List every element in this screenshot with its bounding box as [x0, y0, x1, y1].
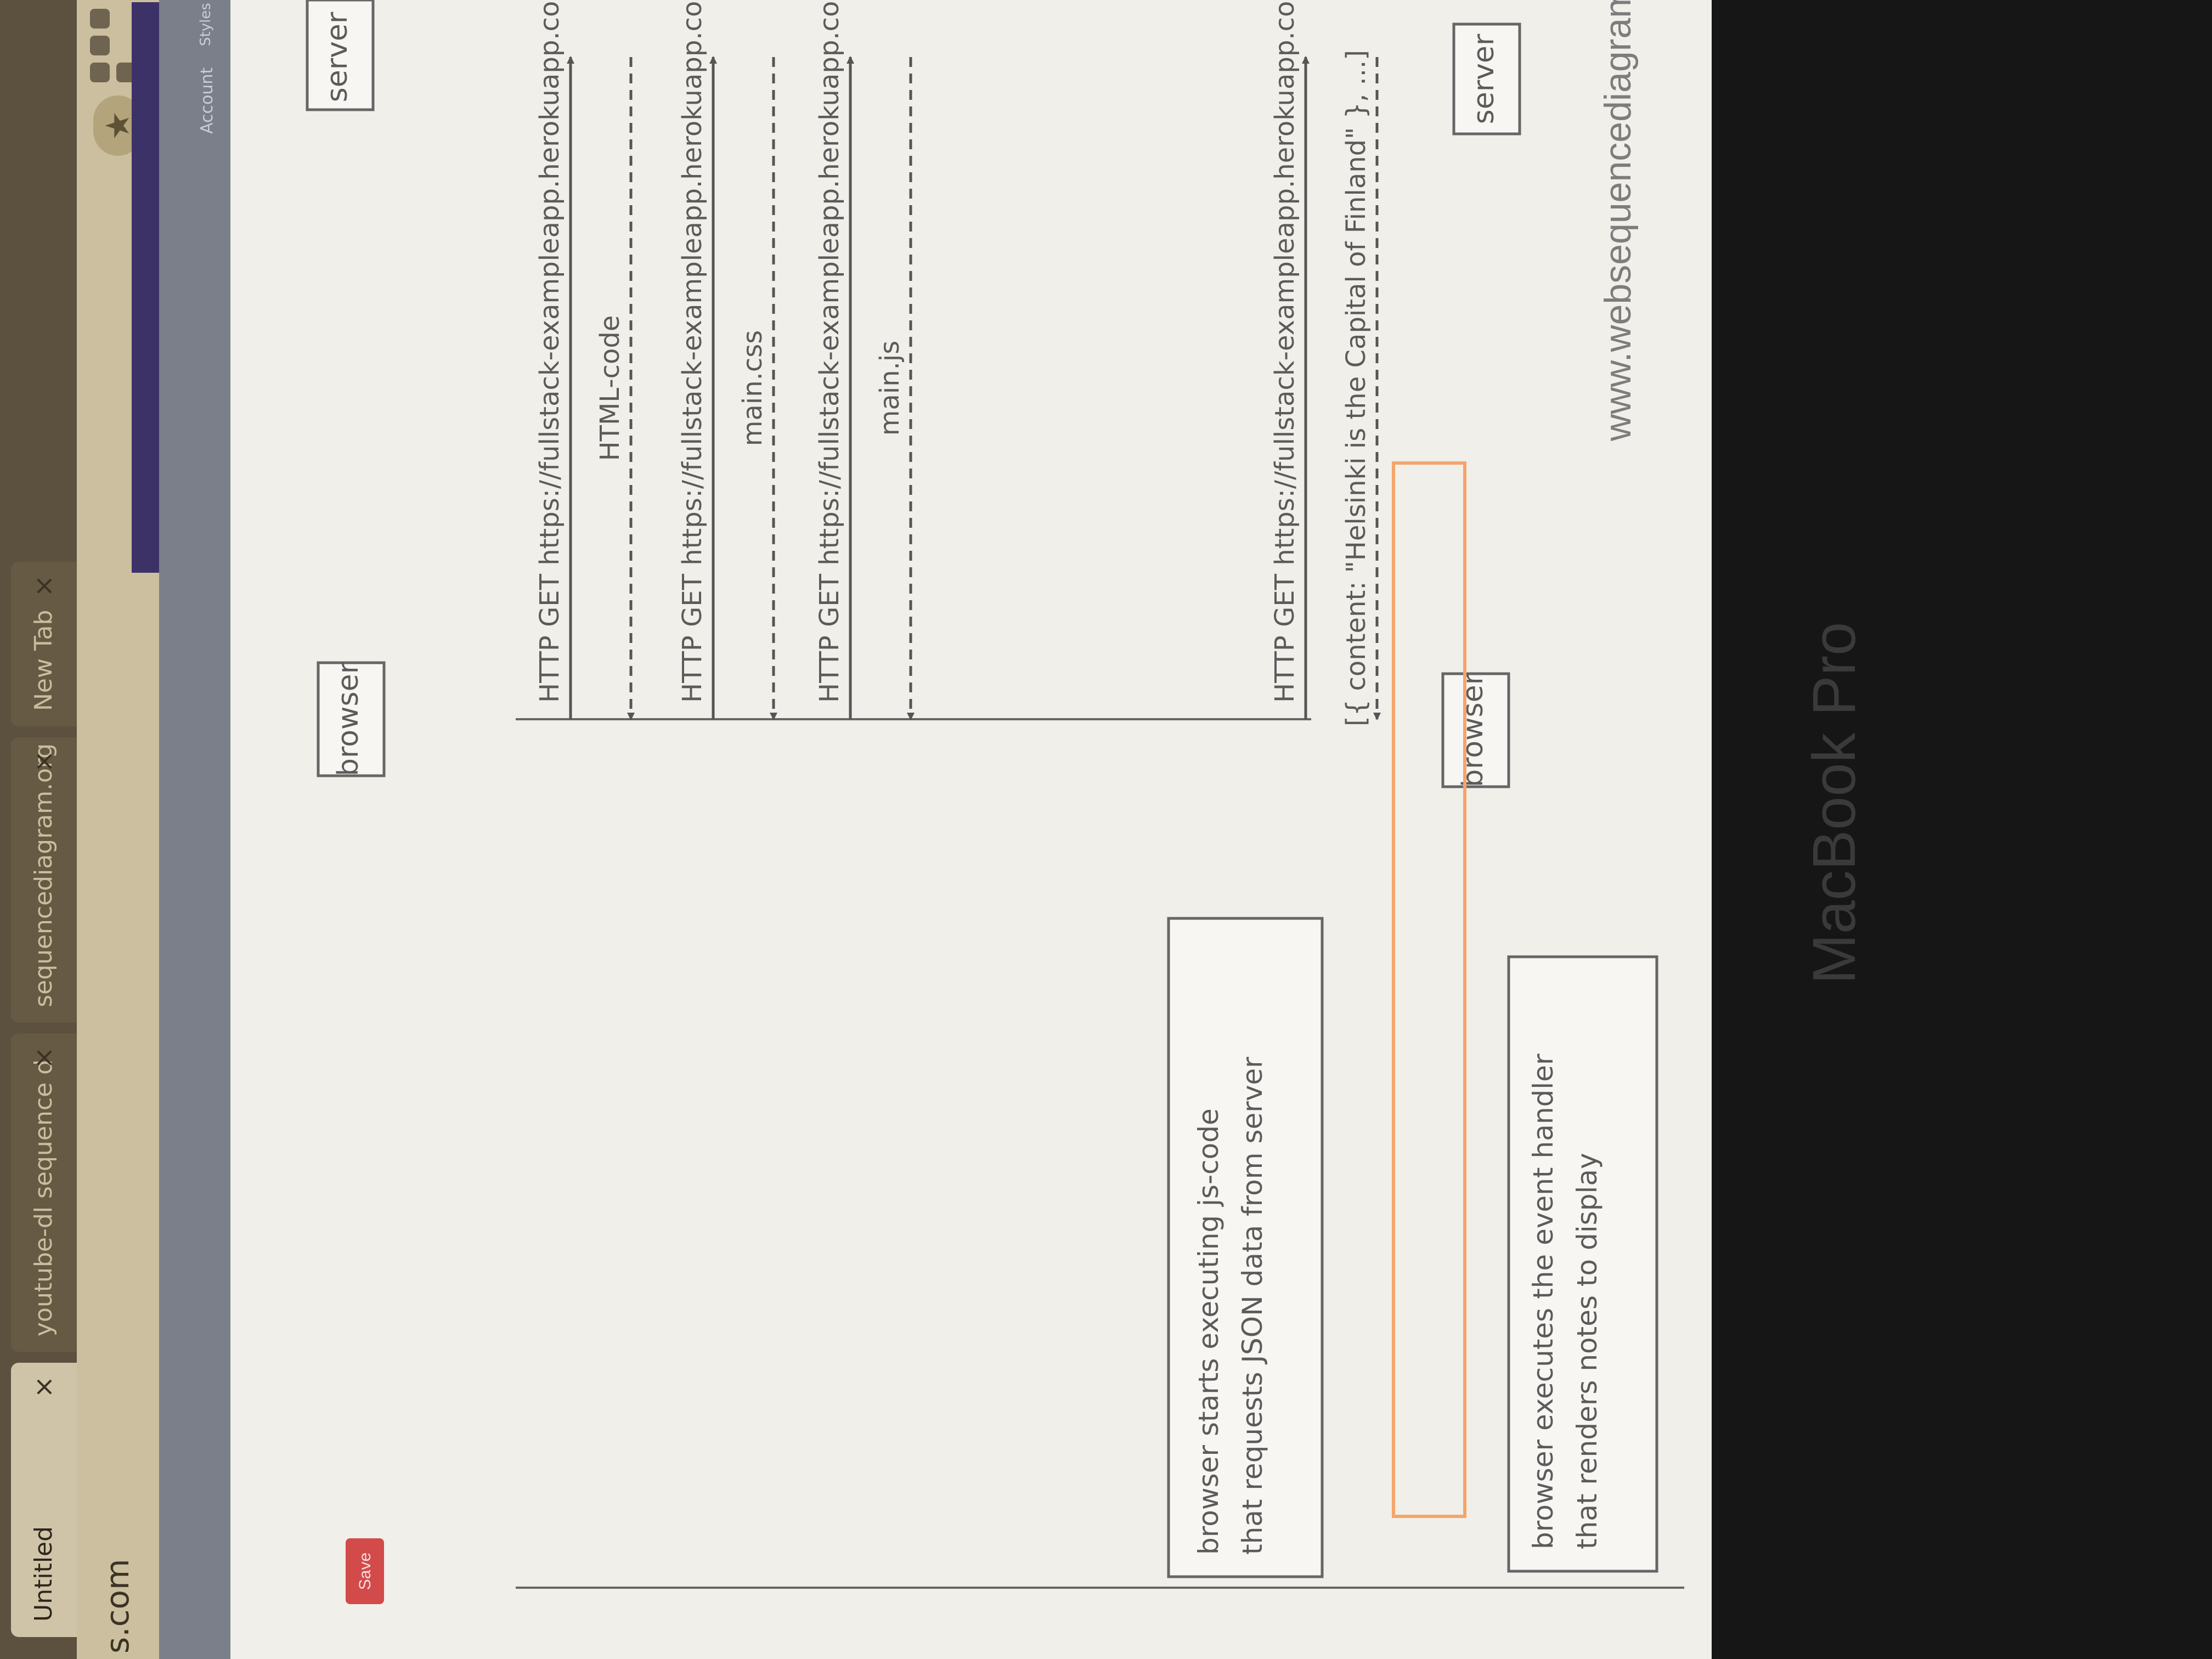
- messages-group: HTTP GET https://fullstack-exampleapp.he…: [534, 0, 1381, 726]
- participant-label: browser: [1457, 673, 1489, 787]
- participant-browser-top: browser: [317, 661, 386, 777]
- note-line: that requests JSON data from server: [1237, 1057, 1268, 1555]
- participant-label: server: [321, 12, 354, 102]
- close-icon[interactable]: ×: [29, 751, 59, 773]
- message-label: [{ content: "Helsinki is the Capital of …: [1341, 50, 1372, 726]
- note-line: browser starts executing js-code: [1193, 1108, 1224, 1555]
- participant-label: server: [1468, 33, 1500, 124]
- browser-tab-bar: Untitled × youtube-dl sequence d × seque…: [0, 0, 77, 1659]
- selection-highlight: [1392, 461, 1466, 1518]
- tab-untitled[interactable]: Untitled ×: [11, 1363, 77, 1637]
- note-event-handler: browser executes the event handler that …: [1507, 955, 1658, 1573]
- message-label: HTML-code: [595, 315, 625, 461]
- message-label: HTTP GET https://fullstack-exampleapp.he…: [814, 0, 845, 703]
- account-link[interactable]: Account: [198, 67, 217, 134]
- app-header-bar: Account Styles: [159, 0, 230, 1659]
- tab-sequencediagram[interactable]: sequencediagram.org ×: [11, 737, 77, 1023]
- note-line: that renders notes to display: [1571, 1153, 1603, 1549]
- participant-server-top: server: [306, 0, 375, 111]
- participant-browser-bottom: browser: [1441, 672, 1510, 788]
- close-icon[interactable]: ×: [29, 1376, 59, 1398]
- participant-server-bottom: server: [1452, 22, 1521, 136]
- extension-icon[interactable]: [90, 8, 110, 29]
- url-text[interactable]: s.com: [99, 1559, 136, 1654]
- laptop-screen: Untitled × youtube-dl sequence d × seque…: [0, 0, 1712, 1659]
- styles-link[interactable]: Styles: [198, 3, 214, 46]
- device-label: MacBook Pro: [1801, 622, 1868, 984]
- tab-title: New Tab: [30, 610, 58, 711]
- message-label: main.js: [874, 341, 905, 436]
- note-line: browser executes the event handler: [1527, 1053, 1559, 1549]
- tab-new[interactable]: New Tab ×: [11, 562, 77, 726]
- extension-icon[interactable]: [90, 63, 110, 82]
- tab-title: sequencediagram.org: [30, 743, 58, 1007]
- tab-title: youtube-dl sequence d: [30, 1059, 58, 1336]
- message-label: HTTP GET https://fullstack-exampleapp.he…: [677, 0, 708, 703]
- extension-icon[interactable]: [90, 35, 110, 55]
- tab-youtube[interactable]: youtube-dl sequence d ×: [11, 1034, 77, 1352]
- sequence-diagram: browser server browser server HTTP GET h…: [306, 0, 1684, 1589]
- message-label: HTTP GET https://fullstack-exampleapp.he…: [534, 0, 565, 703]
- participant-label: browser: [332, 662, 365, 776]
- message-label: main.css: [737, 330, 768, 447]
- note-js-execution: browser starts executing js-code that re…: [1167, 917, 1324, 1578]
- close-icon[interactable]: ×: [29, 575, 59, 597]
- message-label: HTTP GET https://fullstack-exampleapp.he…: [1269, 0, 1300, 703]
- close-icon[interactable]: ×: [29, 1047, 59, 1069]
- watermark: www.websequencediagrams.com: [1597, 0, 1639, 441]
- tab-title: Untitled: [30, 1526, 58, 1622]
